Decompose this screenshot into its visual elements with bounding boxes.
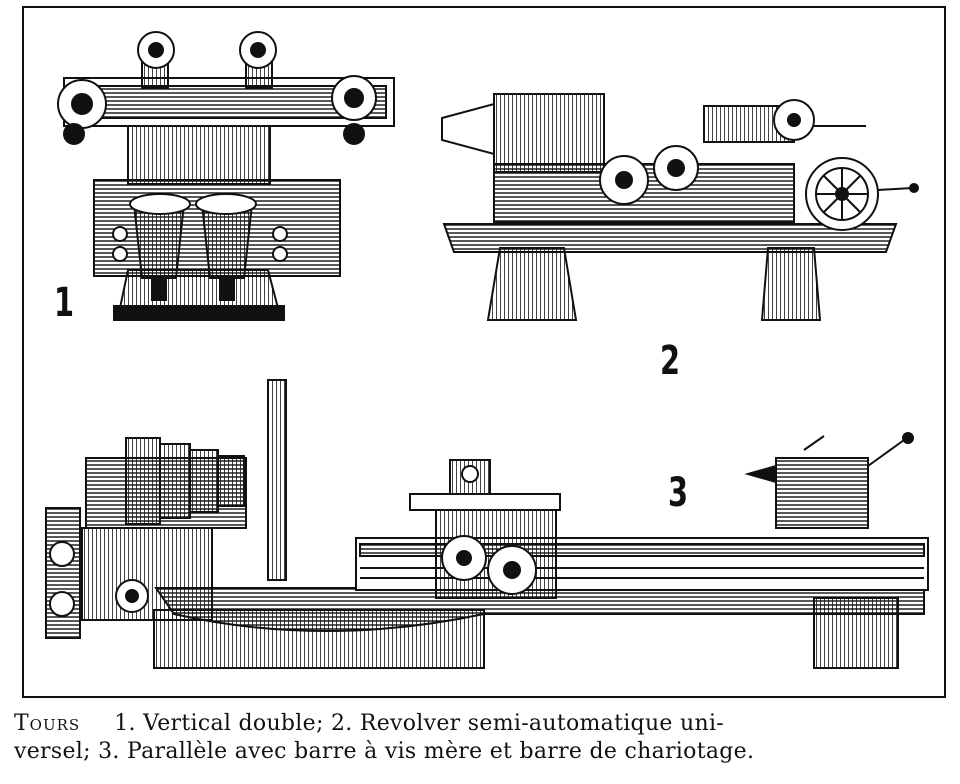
turret-lathe-drawing — [441, 93, 919, 321]
figure-caption: Tours 1. Vertical double; 2. Revolver sem… — [14, 710, 946, 766]
caption-title: Tours — [14, 711, 81, 736]
caption-line-1: Tours 1. Vertical double; 2. Revolver sem… — [14, 710, 946, 738]
illustration-plate: 1 2 3 — [22, 6, 946, 698]
vertical-double-lathe-drawing — [57, 31, 395, 321]
figure-3-number: 3 — [668, 470, 689, 516]
caption-text-2: versel; 3. Parallèle avec barre à vis mè… — [14, 739, 755, 764]
caption-text-1: 1. Vertical double; 2. Revolver semi-aut… — [114, 711, 725, 736]
parallel-lathe-drawing — [45, 379, 929, 669]
figure-1-number: 1 — [54, 280, 75, 326]
figure-2-number: 2 — [660, 338, 681, 384]
